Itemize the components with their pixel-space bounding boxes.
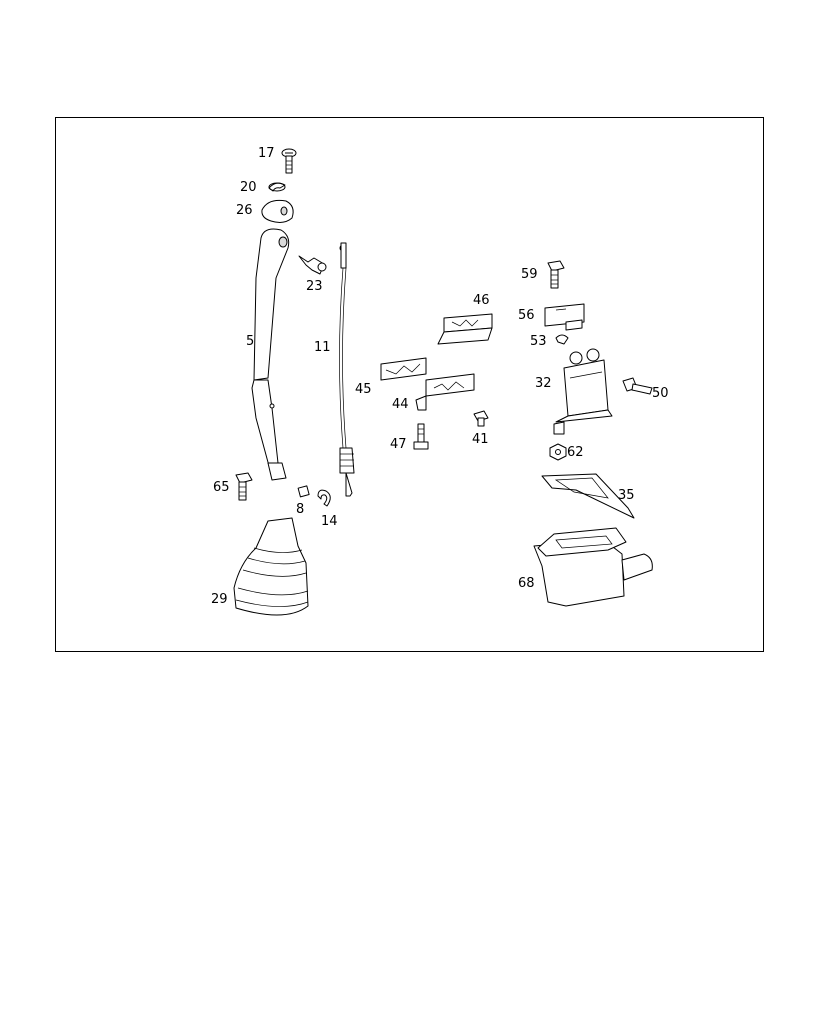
part-35-plate xyxy=(541,473,635,519)
part-65-bolt xyxy=(235,472,253,501)
callout-68: 68 xyxy=(518,576,535,591)
part-68-boot-housing xyxy=(533,527,653,607)
part-46-bracket xyxy=(437,313,493,345)
part-14-circlip xyxy=(317,489,331,507)
parts-diagram-frame: 17 20 26 23 5 11 65 8 14 29 46 45 44 47 … xyxy=(55,117,764,652)
callout-11: 11 xyxy=(314,340,331,355)
callout-44: 44 xyxy=(392,397,409,412)
part-41-bolt xyxy=(473,410,489,427)
callout-62: 62 xyxy=(567,445,584,460)
part-29-boot xyxy=(233,517,309,616)
part-56-block xyxy=(544,303,585,331)
exploded-parts-diagram: 17 20 26 23 5 11 65 8 14 29 46 45 44 47 … xyxy=(211,146,669,616)
part-20-clip xyxy=(268,182,286,192)
callout-59: 59 xyxy=(521,267,538,282)
callout-29: 29 xyxy=(211,592,228,607)
part-59-bolt xyxy=(547,260,565,289)
callout-65: 65 xyxy=(213,480,230,495)
callout-26: 26 xyxy=(236,203,253,218)
callout-20: 20 xyxy=(240,180,257,195)
part-62-nut xyxy=(549,443,567,461)
callout-17: 17 xyxy=(258,146,275,161)
callout-56: 56 xyxy=(518,308,535,323)
callout-50: 50 xyxy=(652,386,669,401)
callout-47: 47 xyxy=(390,437,407,452)
part-50-bolt xyxy=(622,377,653,395)
callout-8: 8 xyxy=(296,502,304,517)
part-17-screw xyxy=(281,148,297,174)
callout-41: 41 xyxy=(472,432,489,447)
part-45-bracket xyxy=(380,357,427,381)
part-53-clip xyxy=(555,334,569,345)
callout-46: 46 xyxy=(473,293,490,308)
callout-5: 5 xyxy=(246,334,254,349)
part-26-knob-cap xyxy=(261,199,294,223)
part-44-bracket xyxy=(415,373,475,411)
part-5-shift-lever xyxy=(251,228,290,481)
callout-14: 14 xyxy=(321,514,338,529)
callout-45: 45 xyxy=(355,382,372,397)
callout-32: 32 xyxy=(535,376,552,391)
part-8-bushing xyxy=(297,485,310,498)
callout-35: 35 xyxy=(618,488,635,503)
callout-53: 53 xyxy=(530,334,547,349)
part-47-bolt xyxy=(413,423,429,450)
part-32-shift-housing xyxy=(553,348,613,435)
callout-23: 23 xyxy=(306,279,323,294)
part-11-rod xyxy=(339,242,355,497)
part-23-clip xyxy=(298,255,327,275)
